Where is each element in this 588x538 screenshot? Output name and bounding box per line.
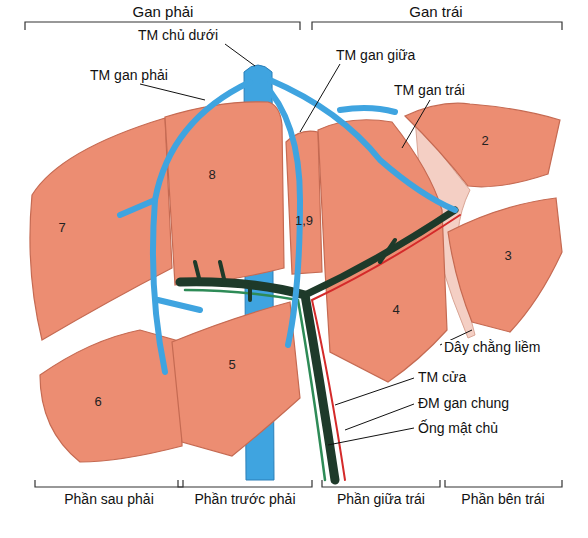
- hepatic-veins: [120, 80, 455, 372]
- callout-number: 7: [58, 221, 65, 235]
- vessel-label: TM chủ dưới: [136, 28, 220, 43]
- region-heading: Gan phải: [133, 4, 194, 21]
- callout-number: 5: [228, 358, 235, 372]
- ligament-label: Dây chằng liềm: [442, 340, 543, 355]
- leader-line: [140, 44, 472, 445]
- vessel-label: TM cửa: [416, 370, 468, 385]
- section-label: Phần trước phải: [194, 492, 295, 507]
- portal-triad: [180, 210, 460, 480]
- vessel-label: TM gan giữa: [334, 48, 417, 63]
- callout-number: 8: [208, 168, 215, 182]
- vessel-label: TM gan trái: [392, 83, 467, 98]
- callout-number: 6: [94, 395, 101, 409]
- callout-number: 3: [504, 249, 511, 263]
- section-label: Phần giữa trái: [337, 492, 425, 507]
- callout-number: 1,9: [295, 214, 313, 228]
- duct-label: Ống mật chủ: [416, 421, 500, 436]
- section-label: Phần sau phải: [64, 492, 154, 507]
- vessel-label: TM gan phải: [88, 68, 170, 83]
- vessel-label: ĐM gan chung: [416, 396, 511, 411]
- bracket: [25, 22, 562, 487]
- region-heading: Gan trái: [409, 4, 462, 21]
- section-label: Phần bên trái: [461, 492, 544, 507]
- callout-number: 4: [392, 303, 399, 317]
- callout-number: 2: [481, 134, 488, 148]
